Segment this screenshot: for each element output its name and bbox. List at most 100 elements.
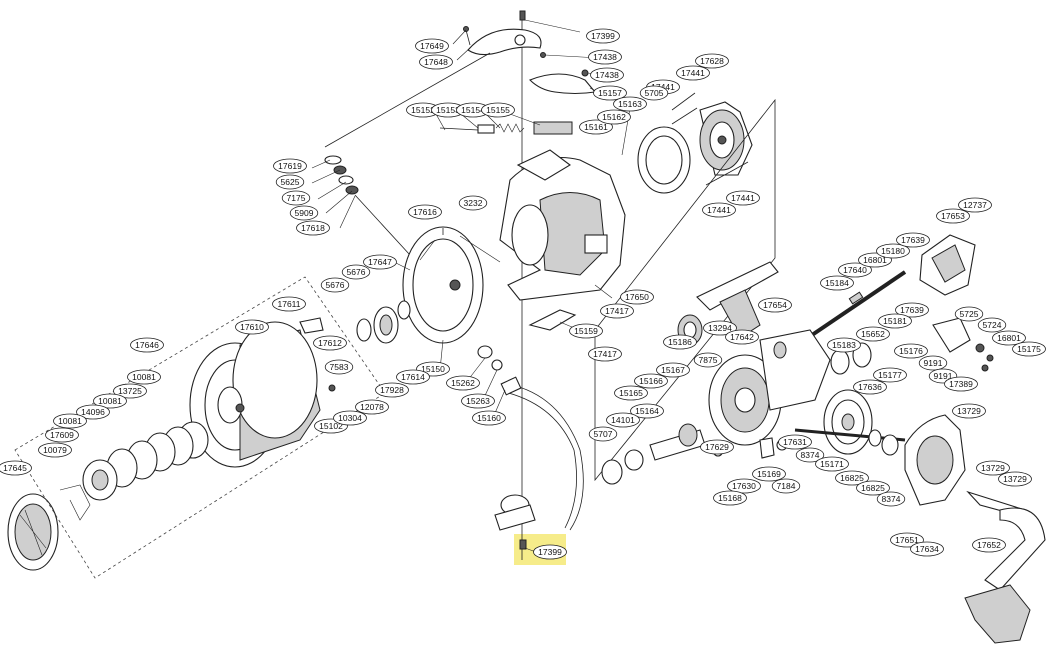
part-number-text: 17630 xyxy=(732,481,756,491)
part-number-label: 15169 xyxy=(752,466,786,482)
part-number-label: 17928 xyxy=(375,382,409,398)
part-number-oval xyxy=(333,410,367,426)
part-number-text: 7175 xyxy=(287,193,306,203)
part-number-label: 17618 xyxy=(296,220,330,236)
part-number-label: 17642 xyxy=(725,329,759,345)
part-number-label: 5705 xyxy=(639,85,669,101)
part-number-oval xyxy=(320,277,350,293)
part-number-label: 15262 xyxy=(446,375,480,391)
part-number-text: 5724 xyxy=(983,320,1002,330)
part-number-oval xyxy=(896,232,930,248)
part-number-oval xyxy=(634,373,668,389)
part-number-oval xyxy=(977,317,1007,333)
part-number-label: 8374 xyxy=(876,491,906,507)
part-number-text: 3232 xyxy=(464,198,483,208)
part-number-label: 5707 xyxy=(588,426,618,442)
part-number-text: 15186 xyxy=(668,337,692,347)
part-number-text: 5725 xyxy=(960,309,979,319)
part-number-label: 15154 xyxy=(456,102,490,118)
part-number-label: 15164 xyxy=(630,403,664,419)
part-number-label: 10079 xyxy=(38,442,72,458)
part-number-text: 14096 xyxy=(81,407,105,417)
part-number-text: 10081 xyxy=(58,416,82,426)
part-number-oval xyxy=(606,412,640,428)
part-number-oval xyxy=(481,102,515,118)
part-number-text: 8374 xyxy=(801,450,820,460)
part-number-text: 17441 xyxy=(707,205,731,215)
part-number-oval xyxy=(569,323,603,339)
part-number-text: 17645 xyxy=(3,463,27,473)
part-number-label: 17634 xyxy=(910,541,944,557)
part-number-text: 10304 xyxy=(338,413,362,423)
connector-line-a xyxy=(354,194,411,256)
part-number-text: 17642 xyxy=(730,332,754,342)
part-number-label: 15181 xyxy=(878,313,912,329)
part-number-text: 12737 xyxy=(963,200,987,210)
part-number-text: 17628 xyxy=(700,56,724,66)
part-number-oval xyxy=(910,541,944,557)
part-number-oval xyxy=(375,382,409,398)
part-number-text: 15164 xyxy=(635,406,659,416)
part-number-oval xyxy=(76,404,110,420)
part-number-label: 15157 xyxy=(593,85,627,101)
part-number-oval xyxy=(235,319,269,335)
part-number-oval xyxy=(45,427,79,443)
part-number-label: 17651 xyxy=(890,532,924,548)
part-number-text: 16825 xyxy=(840,473,864,483)
part-number-oval xyxy=(954,306,984,322)
part-number-label: 17438 xyxy=(588,49,622,65)
part-number-text: 7875 xyxy=(699,355,718,365)
part-number-label: 17389 xyxy=(944,376,978,392)
part-number-oval xyxy=(273,158,307,174)
rotor-body xyxy=(499,149,626,331)
part-number-label: 17438 xyxy=(590,67,624,83)
reel-handle xyxy=(964,490,1046,644)
part-number-oval xyxy=(324,359,354,375)
part-number-label: 15168 xyxy=(713,490,747,506)
part-number-label: 17399 xyxy=(533,544,567,560)
part-number-text: 17610 xyxy=(240,322,264,332)
drag-washers-stack-top xyxy=(324,155,359,195)
part-number-oval xyxy=(289,205,319,221)
part-number-oval xyxy=(835,470,869,486)
part-number-label: 17652 xyxy=(972,537,1006,553)
part-number-oval xyxy=(876,491,906,507)
part-number-text: 9191 xyxy=(924,358,943,368)
part-number-text: 15171 xyxy=(820,459,844,469)
part-number-label: 15177 xyxy=(873,367,907,383)
part-number-label: 16825 xyxy=(856,480,890,496)
part-number-oval xyxy=(620,289,654,305)
part-number-text: 17611 xyxy=(277,299,300,309)
part-number-text: 15154 xyxy=(461,105,485,115)
part-number-oval xyxy=(613,96,647,112)
reel-body xyxy=(708,329,831,446)
part-number-oval xyxy=(600,303,634,319)
part-number-text: 15157 xyxy=(598,88,622,98)
part-number-label: 15184 xyxy=(820,275,854,291)
part-number-oval xyxy=(446,375,480,391)
part-number-oval xyxy=(588,49,622,65)
part-number-text: 17438 xyxy=(593,52,617,62)
part-number-label: 17417 xyxy=(588,346,622,362)
bail-arm-top xyxy=(463,10,542,56)
part-number-text: 7184 xyxy=(777,481,796,491)
part-number-oval xyxy=(838,262,872,278)
part-number-oval xyxy=(53,413,87,429)
part-number-label: 16801 xyxy=(992,330,1026,346)
part-number-text: 17636 xyxy=(858,382,882,392)
part-number-text: 17649 xyxy=(420,41,444,51)
part-number-oval xyxy=(758,297,792,313)
part-number-label: 17654 xyxy=(758,297,792,313)
part-number-label: 13729 xyxy=(976,460,1010,476)
main-shaft xyxy=(810,270,907,337)
part-number-text: 17441 xyxy=(731,193,755,203)
part-number-text: 13729 xyxy=(981,463,1005,473)
part-number-label: 15161 xyxy=(579,119,613,135)
part-number-label: 9191 xyxy=(918,355,948,371)
part-number-oval xyxy=(396,369,430,385)
line-roller-parts xyxy=(439,121,573,135)
part-number-oval xyxy=(725,329,759,345)
part-number-oval xyxy=(313,335,347,351)
part-number-oval xyxy=(458,195,488,211)
part-number-oval xyxy=(958,197,992,213)
